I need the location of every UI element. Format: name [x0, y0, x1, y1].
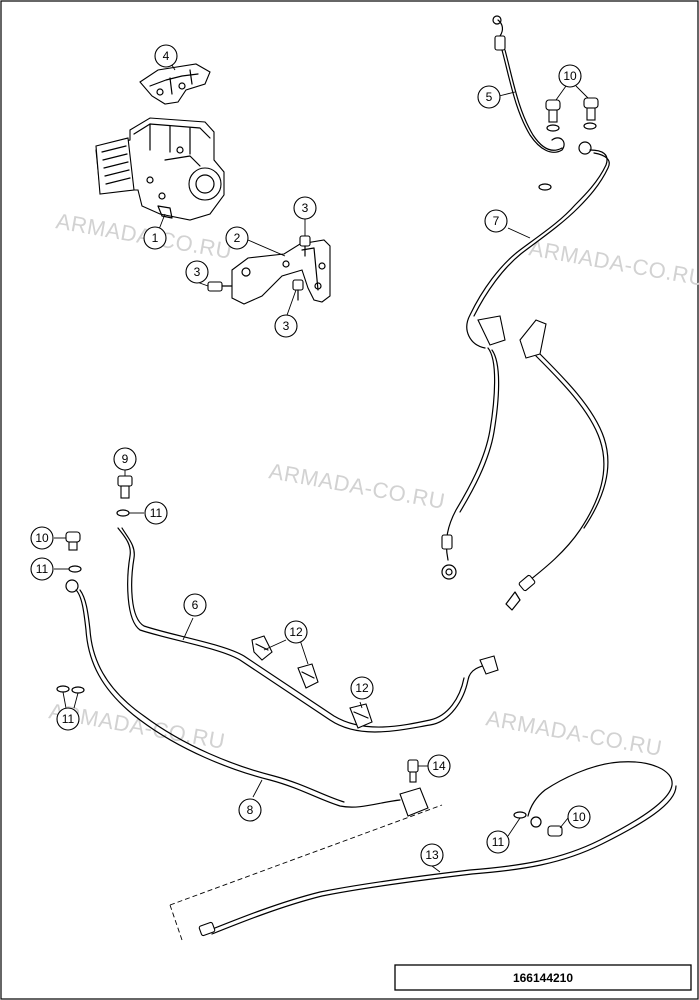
part-2-holding-bracket	[231, 239, 331, 305]
part-10-hollow-screw-left	[545, 99, 561, 132]
callout-4: 4	[154, 44, 178, 68]
callout-4-label: 4	[163, 49, 170, 63]
part-1-abs-module	[95, 117, 225, 221]
watermark-2: ARMADA-CO.RU	[527, 235, 699, 291]
callout-14-label: 14	[432, 759, 446, 773]
callout-10-mid: 10	[30, 526, 54, 550]
watermark-5: ARMADA-CO.RU	[484, 705, 664, 761]
callout-3-top-label: 3	[302, 201, 309, 215]
callout-10-bottom-label: 10	[572, 810, 586, 824]
reference-code-box: 166144210	[394, 964, 692, 991]
callout-10-top: 10	[558, 64, 582, 88]
callout-1-label: 1	[152, 231, 159, 245]
callout-11-c-label: 11	[62, 712, 75, 726]
callout-5-label: 5	[486, 90, 493, 104]
callout-12-a: 12	[284, 620, 308, 644]
part-11-seal-ring-3	[56, 685, 85, 694]
part-11-seal-ring-1	[116, 509, 130, 517]
callout-6-label: 6	[192, 598, 199, 612]
part-7-brake-line-rear	[441, 141, 610, 611]
callout-11-d: 11	[486, 830, 510, 854]
callout-14: 14	[427, 754, 451, 778]
callout-7: 7	[484, 209, 508, 233]
part-5-brake-line	[492, 15, 565, 191]
callout-12-b-label: 12	[355, 681, 369, 695]
callout-13: 13	[420, 843, 444, 867]
callout-11-d-label: 11	[492, 835, 505, 849]
callout-5: 5	[477, 85, 501, 109]
part-4-cover-bracket	[139, 63, 211, 105]
callout-11-b: 11	[30, 557, 54, 581]
callout-11-a: 11	[144, 501, 168, 525]
callout-13-label: 13	[425, 848, 439, 862]
callout-9: 9	[113, 447, 137, 471]
callout-11-a-label: 11	[150, 506, 163, 520]
part-10-hollow-screw-mid	[65, 531, 81, 551]
callout-7-label: 7	[493, 214, 500, 228]
callout-3-left: 3	[185, 260, 209, 284]
part-13-brake-line-lower	[198, 761, 677, 937]
part-9-banjo-screw	[117, 475, 133, 499]
callout-10-bottom: 10	[567, 805, 591, 829]
reference-code: 166144210	[513, 971, 573, 985]
callout-6: 6	[183, 593, 207, 617]
part-3-screw-left	[207, 281, 233, 292]
callout-12-a-label: 12	[289, 625, 303, 639]
callout-1: 1	[143, 226, 167, 250]
callout-8: 8	[238, 798, 262, 822]
part-3-screw-bottom	[292, 279, 304, 301]
part-8-brake-line-middle	[65, 579, 429, 817]
callout-2: 2	[225, 226, 249, 250]
callout-11-b-label: 11	[36, 562, 49, 576]
callout-3-left-label: 3	[194, 265, 201, 279]
callout-3-top: 3	[293, 196, 317, 220]
callout-11-c: 11	[56, 707, 80, 731]
callout-10-top-label: 10	[563, 69, 577, 83]
callout-12-b: 12	[350, 676, 374, 700]
callout-3-bottom: 3	[274, 314, 298, 338]
callout-2-label: 2	[234, 231, 241, 245]
watermark-3: ARMADA-CO.RU	[267, 458, 447, 514]
callout-10-mid-label: 10	[35, 531, 49, 545]
part-14-bleeder-screw	[407, 759, 419, 783]
callout-8-label: 8	[247, 803, 254, 817]
part-12-cable-guide-2	[297, 663, 319, 689]
callout-3-bottom-label: 3	[283, 319, 290, 333]
callout-9-label: 9	[122, 452, 129, 466]
part-6-brake-line-front	[117, 527, 499, 733]
part-10-hollow-screw-right	[583, 97, 599, 130]
part-11-seal-ring-2	[68, 565, 82, 573]
assembly-group-dashed-line	[169, 804, 443, 941]
